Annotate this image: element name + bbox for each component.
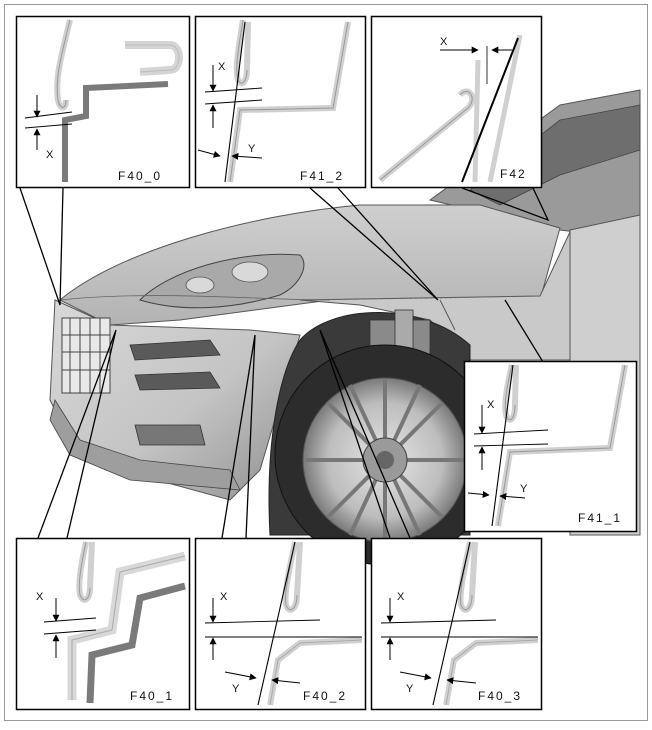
panel-label-F42: F42 bbox=[500, 167, 527, 181]
dim-y-label: Y bbox=[406, 683, 414, 695]
panel-F40_2: X Y F40_2 bbox=[194, 537, 367, 711]
panel-F40_0: X F40_0 bbox=[15, 15, 191, 189]
dim-x-label: X bbox=[218, 61, 226, 73]
dim-x-label: X bbox=[487, 399, 495, 411]
panel-F42: X F42 bbox=[370, 15, 543, 189]
dim-x-label: X bbox=[440, 36, 448, 48]
panel-label-F40_1: F40_1 bbox=[130, 689, 174, 703]
dim-x-label: X bbox=[220, 591, 228, 603]
dim-y-label: Y bbox=[248, 143, 256, 155]
panel-F41_1: X Y F41_1 bbox=[463, 360, 638, 533]
panel-label-F41_1: F41_1 bbox=[578, 511, 622, 525]
panel-label-F40_3: F40_3 bbox=[478, 689, 522, 703]
dim-x-label: X bbox=[36, 591, 44, 603]
panel-label-F40_0: F40_0 bbox=[118, 169, 162, 183]
dim-y-label: Y bbox=[232, 683, 240, 695]
leader-lines bbox=[19, 187, 578, 539]
dim-x-label: X bbox=[46, 149, 54, 161]
panel-label-F40_2: F40_2 bbox=[303, 689, 347, 703]
panel-F40_3: X Y F40_3 bbox=[370, 537, 543, 711]
panel-F40_1: X F40_1 bbox=[15, 537, 191, 711]
dim-y-label: Y bbox=[520, 483, 528, 495]
dim-x-label: X bbox=[397, 591, 405, 603]
panel-label-F41_2: F41_2 bbox=[300, 169, 344, 183]
panel-F41_2: X Y F41_2 bbox=[194, 15, 367, 189]
